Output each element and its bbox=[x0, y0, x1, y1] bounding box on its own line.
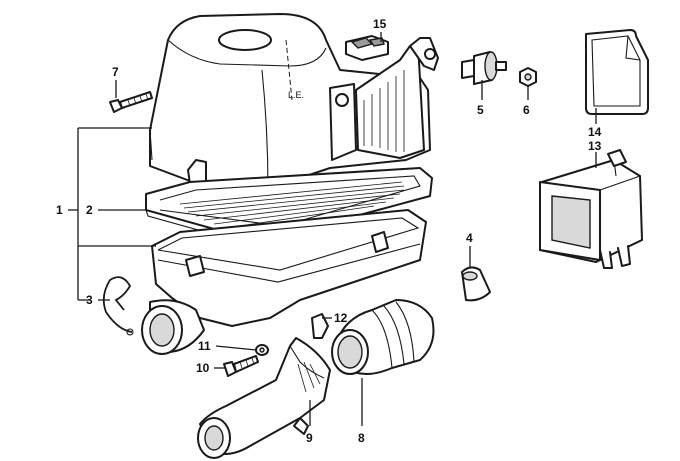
retaining-clip bbox=[311, 313, 329, 339]
screw-10 bbox=[223, 355, 259, 377]
callout-11: 11 bbox=[198, 339, 211, 353]
washer bbox=[255, 344, 269, 356]
callout-8: 8 bbox=[358, 431, 365, 445]
intake-duct bbox=[539, 149, 643, 269]
rubber-mount bbox=[461, 51, 507, 85]
bellows-hose bbox=[331, 299, 435, 375]
callout-7: 7 bbox=[112, 65, 119, 79]
leader-lines bbox=[68, 32, 597, 426]
housing-mark-text: L.E. bbox=[288, 90, 304, 100]
callout-15: 15 bbox=[373, 17, 387, 31]
air-filter-housing-lower bbox=[141, 209, 427, 355]
air-filter-housing-cover: L.E. bbox=[149, 13, 439, 197]
callout-14: 14 bbox=[588, 125, 602, 139]
intake-snorkel bbox=[197, 337, 331, 459]
callout-4: 4 bbox=[466, 231, 473, 245]
callout-5: 5 bbox=[477, 103, 484, 117]
callout-9: 9 bbox=[306, 431, 313, 445]
foam-pad bbox=[345, 35, 389, 61]
callout-12: 12 bbox=[334, 311, 348, 325]
callout-3: 3 bbox=[86, 293, 93, 307]
callout-labels: 1 2 3 4 5 6 7 8 9 10 11 12 13 14 15 bbox=[56, 17, 602, 445]
callout-6: 6 bbox=[523, 103, 530, 117]
callout-2: 2 bbox=[86, 203, 93, 217]
callout-13: 13 bbox=[588, 139, 602, 153]
rubber-plug bbox=[461, 266, 491, 302]
screw-7 bbox=[109, 91, 153, 113]
spring-clip bbox=[102, 276, 134, 336]
gasket bbox=[585, 29, 649, 115]
callout-10: 10 bbox=[196, 361, 210, 375]
hex-nut bbox=[519, 67, 537, 87]
callout-1: 1 bbox=[56, 203, 63, 217]
